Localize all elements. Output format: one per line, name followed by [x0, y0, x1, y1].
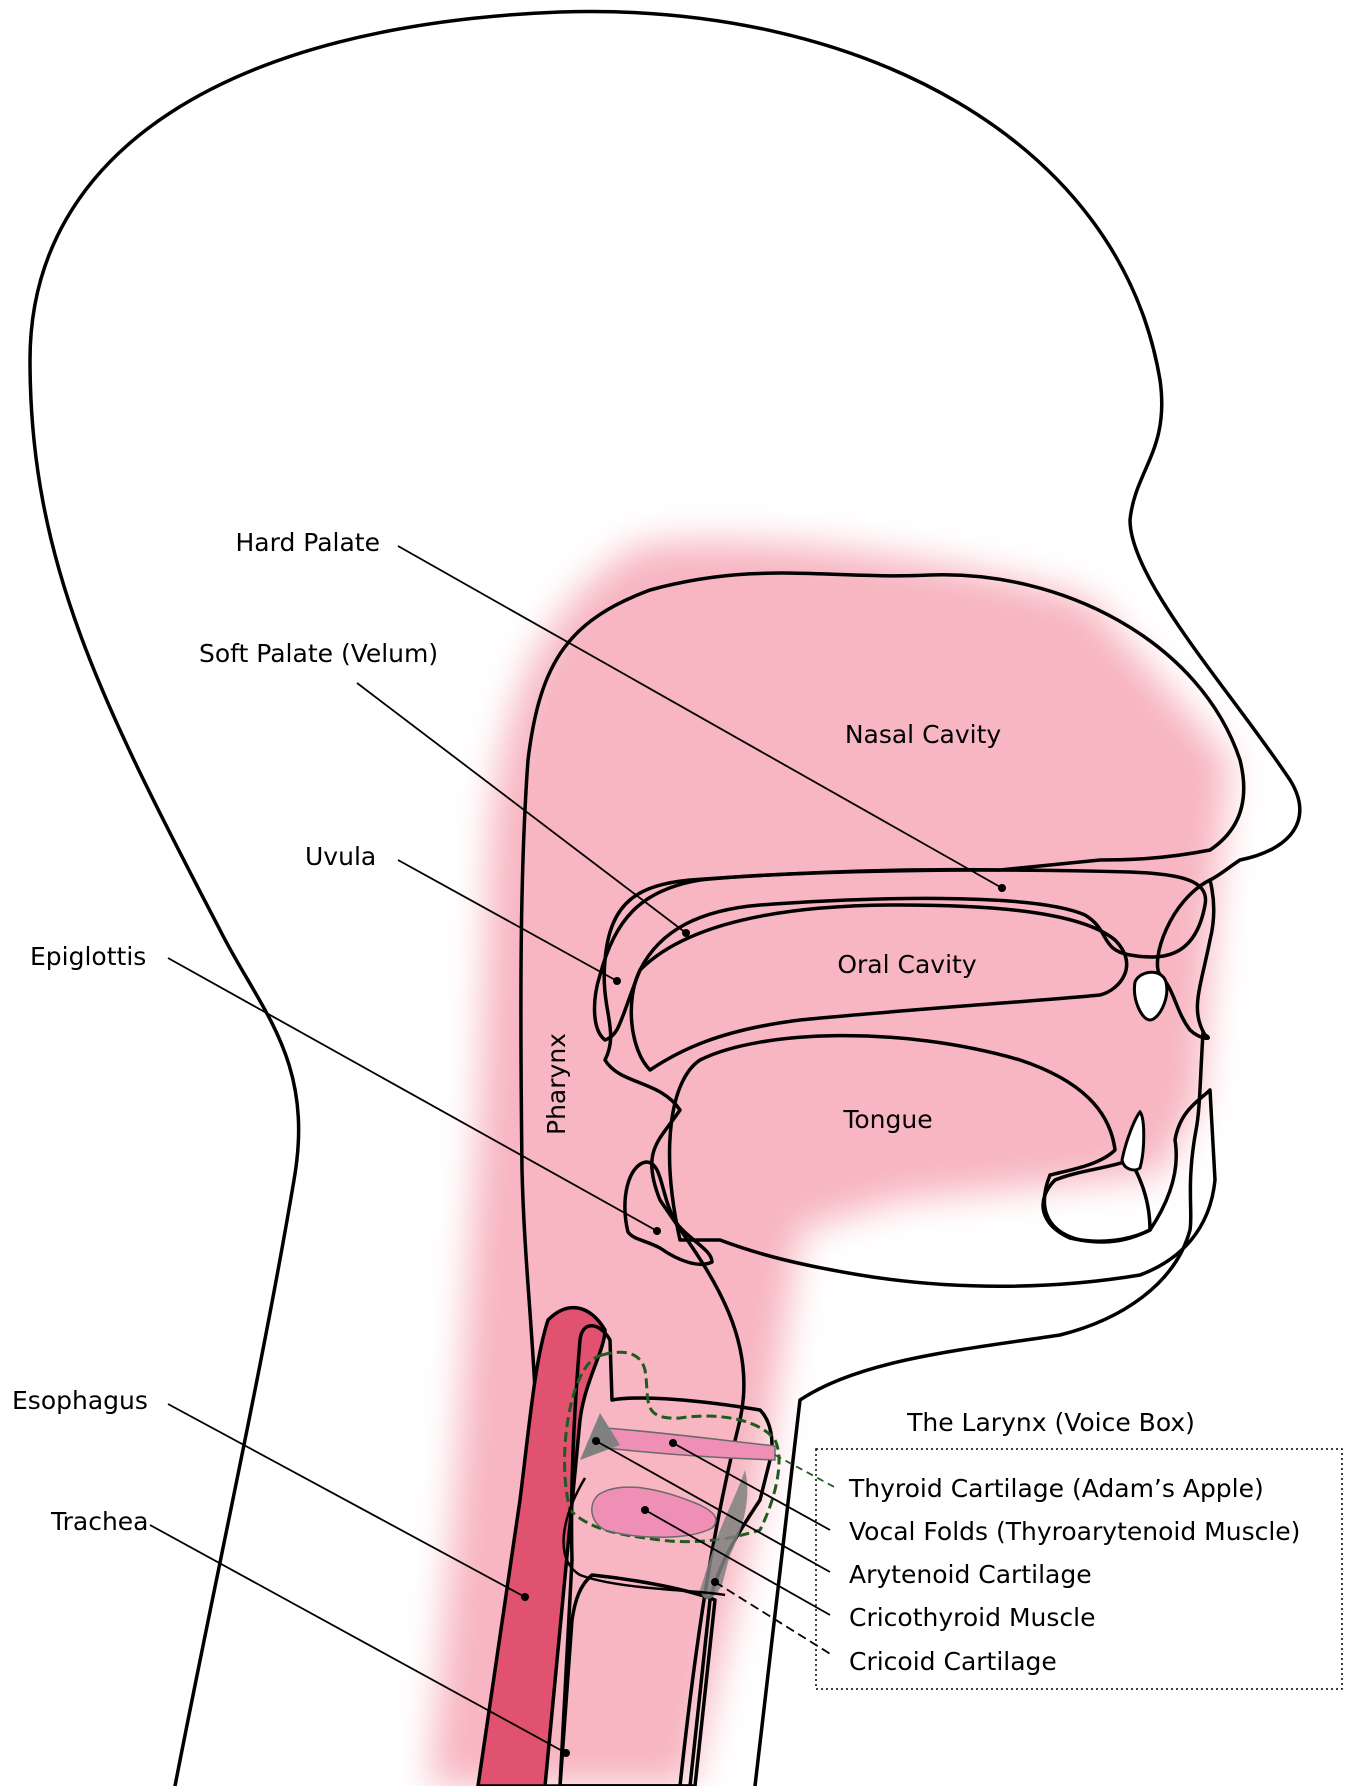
dot-cricothyroid	[641, 1506, 649, 1514]
label-tongue: Tongue	[842, 1105, 932, 1134]
leader-thyroid	[775, 1455, 838, 1489]
larynx-item-thyroid-cartilage: Thyroid Cartilage (Adam’s Apple)	[848, 1474, 1264, 1503]
larynx-item-cricothyroid-muscle: Cricothyroid Muscle	[849, 1603, 1095, 1632]
label-epiglottis: Epiglottis	[30, 942, 146, 971]
label-oral-cavity: Oral Cavity	[837, 950, 976, 979]
larynx-item-vocal-folds: Vocal Folds (Thyroarytenoid Muscle)	[849, 1517, 1300, 1546]
dot-cricoid	[711, 1578, 719, 1586]
label-soft-palate: Soft Palate (Velum)	[199, 639, 438, 668]
label-trachea: Trachea	[50, 1507, 149, 1536]
dot-epiglottis	[653, 1227, 661, 1235]
larynx-item-arytenoid-cartilage: Arytenoid Cartilage	[849, 1560, 1092, 1589]
label-pharynx: Pharynx	[542, 1033, 571, 1135]
larynx-title: The Larynx (Voice Box)	[906, 1408, 1195, 1437]
label-esophagus: Esophagus	[12, 1386, 148, 1415]
label-nasal-cavity: Nasal Cavity	[845, 720, 1002, 749]
dot-arytenoid	[592, 1437, 600, 1445]
label-hard-palate: Hard Palate	[236, 528, 381, 557]
dot-vocal-folds	[669, 1439, 677, 1447]
label-uvula: Uvula	[305, 842, 376, 871]
dot-uvula	[613, 977, 621, 985]
dot-trachea	[562, 1749, 570, 1757]
larynx-item-cricoid-cartilage: Cricoid Cartilage	[849, 1647, 1057, 1676]
dot-soft-palate	[682, 929, 690, 937]
dot-esophagus	[521, 1593, 529, 1601]
dot-hard-palate	[998, 884, 1006, 892]
